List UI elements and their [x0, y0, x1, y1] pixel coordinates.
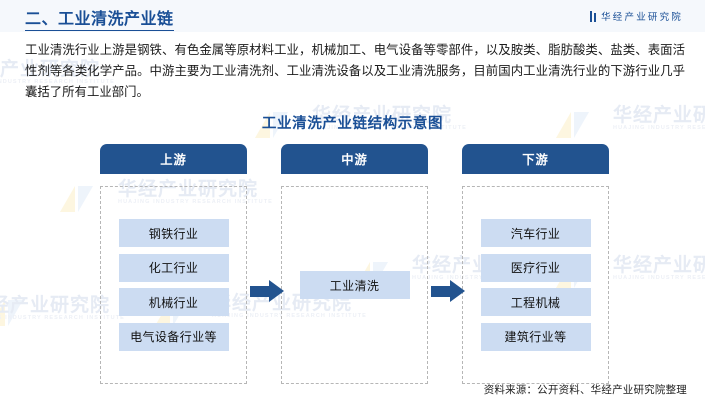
chain-node[interactable]: 机械行业	[118, 288, 229, 317]
chain-column-downstream: 下游 汽车行业 医疗行业 工程机械 建筑行业等	[462, 144, 609, 384]
right-arrow-icon	[431, 280, 465, 302]
brand-name: 华经产业研究院	[601, 12, 683, 23]
column-header-midstream: 中游	[281, 144, 428, 174]
value-chain-diagram: 上游 钢铁行业 化工行业 机械行业 电气设备行业等 中游 工业清洗 下游 汽车行…	[100, 144, 610, 384]
chain-node[interactable]: 工业清洗	[299, 271, 410, 299]
figure-title: 工业清洗产业链结构示意图	[261, 116, 444, 132]
watermark-yellow-shape	[60, 186, 75, 212]
column-header-upstream: 上游	[100, 144, 247, 174]
chain-node[interactable]: 工程机械	[480, 288, 591, 317]
column-body-midstream: 工业清洗	[281, 186, 428, 384]
column-body-downstream: 汽车行业 医疗行业 工程机械 建筑行业等	[462, 186, 609, 384]
figure-source: 资料来源：公开资料、华经产业研究院整理	[483, 384, 687, 396]
watermark-blue-shape	[8, 300, 23, 326]
column-header-downstream: 下游	[462, 144, 609, 174]
watermark-cn: 华经产业研究院	[613, 255, 705, 276]
right-arrow-icon	[250, 280, 284, 302]
chain-node[interactable]: 化工行业	[118, 253, 229, 282]
page-header-bar: 二、工业清洗产业链 华经产业研究院	[0, 0, 705, 32]
chain-node[interactable]: 钢铁行业	[118, 219, 229, 248]
chain-column-upstream: 上游 钢铁行业 化工行业 机械行业 电气设备行业等	[100, 144, 247, 384]
intro-paragraph: 工业清洗行业上游是钢铁、有色金属等原材料工业，机械加工、电气设备等零部件，以及胺…	[25, 43, 685, 99]
brand-logo: 华经产业研究院	[589, 9, 683, 23]
chain-node[interactable]: 建筑行业等	[480, 322, 591, 351]
watermark-mark: 华经产业研究院 HUAJING INDUSTRY RESEARCH INSTIT…	[613, 256, 705, 282]
chain-node[interactable]: 汽车行业	[480, 219, 591, 248]
watermark-yellow-shape	[0, 300, 5, 326]
chain-node[interactable]: 电气设备行业等	[118, 322, 229, 351]
watermark-blue-shape	[78, 186, 93, 212]
page-title: 二、工业清洗产业链	[25, 5, 174, 31]
column-body-upstream: 钢铁行业 化工行业 机械行业 电气设备行业等	[100, 186, 247, 384]
watermark-en: HUAJING INDUSTRY RESEARCH INSTITUTE	[613, 274, 705, 281]
chain-node[interactable]: 医疗行业	[480, 253, 591, 282]
double-bar-logo-icon	[589, 10, 597, 22]
chain-column-midstream: 中游 工业清洗	[281, 144, 428, 384]
